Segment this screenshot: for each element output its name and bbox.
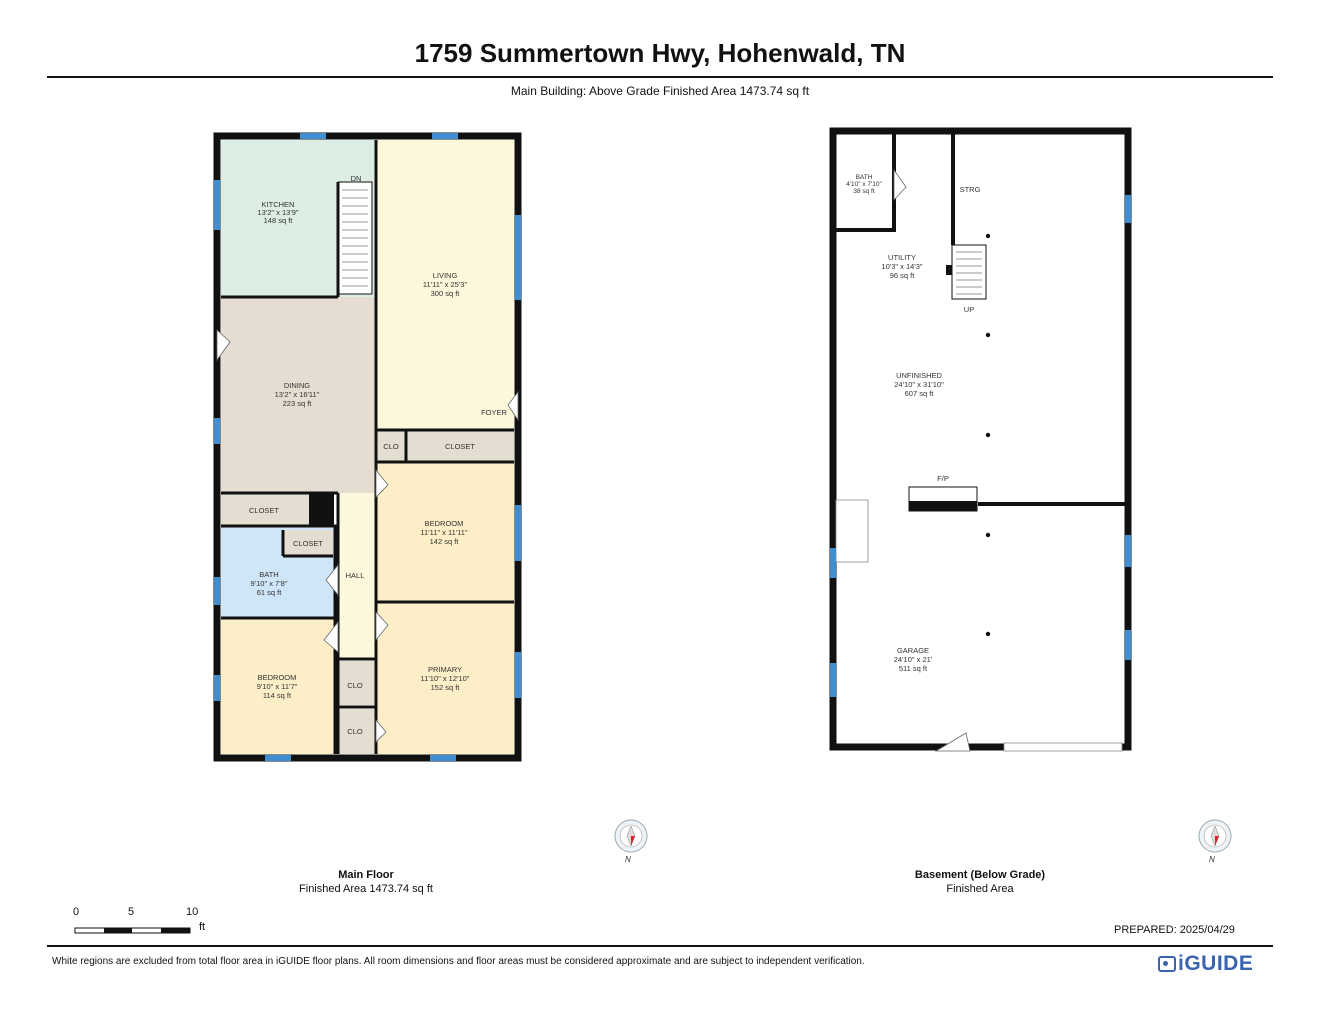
- primary-dims: 11'10" x 12'10": [421, 674, 470, 683]
- north-label: N: [1209, 855, 1215, 864]
- kitchen-dims: 13'2" x 13'9": [257, 208, 298, 217]
- utility-area: 96 sq ft: [890, 271, 916, 280]
- main-floor-caption-title: Main Floor: [338, 869, 394, 881]
- scale-bar: [74, 927, 191, 934]
- clo-label-1: CLO: [383, 442, 399, 451]
- scale-unit: ft: [199, 921, 206, 933]
- bedroom2-dims: 9'10" x 11'7": [257, 682, 298, 691]
- dining-area-text: 223 sq ft: [283, 399, 313, 408]
- living-area: [376, 140, 514, 430]
- compass-icon: N: [614, 819, 648, 864]
- garage-step: [835, 499, 869, 563]
- basement-stairs: [951, 244, 987, 300]
- basement-bath-label: BATH: [856, 174, 873, 181]
- north-label: N: [625, 855, 631, 864]
- clo-area: [376, 430, 406, 462]
- utility-label: UTILITY: [888, 253, 916, 262]
- basement-interior-walls: [836, 134, 1125, 506]
- clo-label-3: CLO: [347, 727, 363, 736]
- main-floor-plan: KITCHEN 13'2" x 13'9" 148 sq ft LIVING 1…: [213, 132, 522, 762]
- garage-dims: 24'10" x 21': [894, 655, 933, 664]
- garage-label: GARAGE: [897, 646, 929, 655]
- main-floor-caption-sub: Finished Area 1473.74 sq ft: [299, 883, 433, 895]
- scale-tick-5: 5: [128, 906, 135, 918]
- chimney-block: [309, 493, 334, 526]
- living-label: LIVING: [433, 271, 458, 280]
- basement-caption-title: Basement (Below Grade): [914, 869, 1046, 881]
- dining-dims: 13'2" x 16'11": [275, 390, 320, 399]
- basement-caption-sub: Finished Area: [946, 883, 1014, 895]
- disclaimer: White regions are excluded from total fl…: [52, 956, 865, 967]
- basement-caption: Basement (Below Grade) Finished Area: [880, 868, 1080, 896]
- main-floor-caption: Main Floor Finished Area 1473.74 sq ft: [266, 868, 466, 896]
- camera-icon: [1158, 956, 1176, 972]
- logo-text: iGUIDE: [1178, 952, 1254, 975]
- bath-area-text: 61 sq ft: [257, 588, 283, 597]
- basement-bath-area: 38 sq ft: [853, 188, 875, 195]
- utility-dims: 10'3" x 14'3": [881, 262, 922, 271]
- primary-area-text: 152 sq ft: [431, 683, 461, 692]
- iguide-logo: iGUIDE: [1158, 952, 1253, 976]
- bedroom2-area: [221, 618, 335, 754]
- bath-label: BATH: [259, 570, 278, 579]
- garage-area: 511 sq ft: [899, 664, 928, 673]
- up-label: UP: [964, 305, 974, 314]
- bedroom2-label: BEDROOM: [258, 673, 297, 682]
- bedroom1-label: BEDROOM: [425, 519, 464, 528]
- basement-plan: BATH 4'10" x 7'10" 38 sq ft UTILITY 10'3…: [829, 127, 1132, 752]
- basement-bath-dims: 4'10" x 7'10": [846, 181, 882, 188]
- unfinished-area: 607 sq ft: [905, 389, 935, 398]
- scale-labels: 0 5 10 ft: [70, 906, 220, 936]
- primary-area: [376, 602, 514, 754]
- basement-outer-wall: [829, 127, 1132, 751]
- clo-area-2: [338, 661, 376, 705]
- closet-label-2: CLOSET: [249, 506, 279, 515]
- garage-entry-door: [934, 732, 971, 752]
- unfinished-dims: 24'10" x 31'10": [894, 380, 944, 389]
- kitchen-area-text: 148 sq ft: [264, 216, 294, 225]
- bedroom1-area-text: 142 sq ft: [430, 537, 460, 546]
- hall-label: HALL: [346, 571, 365, 580]
- living-dims: 11'11" x 25'3": [423, 280, 468, 289]
- clo-label-2: CLO: [347, 681, 363, 690]
- bath-dims: 9'10" x 7'8": [251, 579, 288, 588]
- footer-rule: [47, 945, 1273, 947]
- hall-area: [338, 493, 376, 659]
- dining-label: DINING: [284, 381, 310, 390]
- bath-closet-area: [283, 530, 333, 556]
- scale-tick-0: 0: [73, 906, 80, 918]
- closet-label-1: CLOSET: [445, 442, 475, 451]
- bedroom1-dims: 11'11" x 11'11": [420, 528, 468, 537]
- living-area-text: 300 sq ft: [431, 289, 461, 298]
- dn-label: DN: [351, 174, 362, 183]
- page-title: 1759 Summertown Hwy, Hohenwald, TN: [414, 38, 906, 68]
- bedroom-area: [376, 462, 514, 602]
- primary-label: PRIMARY: [428, 665, 462, 674]
- closet-label-3: CLOSET: [293, 539, 323, 548]
- compass-icon: N: [1198, 819, 1232, 864]
- closet-area: [221, 493, 309, 526]
- scale-tick-10: 10: [186, 906, 199, 918]
- foyer-label: FOYER: [481, 408, 507, 417]
- prepared-date: PREPARED: 2025/04/29: [1114, 924, 1235, 936]
- closet-area-2: [406, 430, 514, 462]
- main-outer-wall: [213, 132, 522, 762]
- main-windows: [214, 133, 521, 761]
- fp-label: F/P: [937, 474, 949, 483]
- garage-door: [1003, 742, 1123, 752]
- bedroom2-area-text: 114 sq ft: [263, 691, 292, 700]
- basement-windows: [830, 195, 1131, 697]
- unfinished-label: UNFINISHED: [896, 371, 942, 380]
- support-posts: [985, 233, 991, 637]
- title-rule: [47, 76, 1273, 78]
- strg-label: STRG: [960, 185, 981, 194]
- clo-area-3: [338, 709, 376, 754]
- kitchen-label: KITCHEN: [262, 200, 295, 209]
- basement-bath-door: [893, 168, 907, 202]
- page-subtitle: Main Building: Above Grade Finished Area…: [510, 84, 810, 98]
- dining-area: [221, 297, 376, 493]
- main-doors: [216, 329, 519, 743]
